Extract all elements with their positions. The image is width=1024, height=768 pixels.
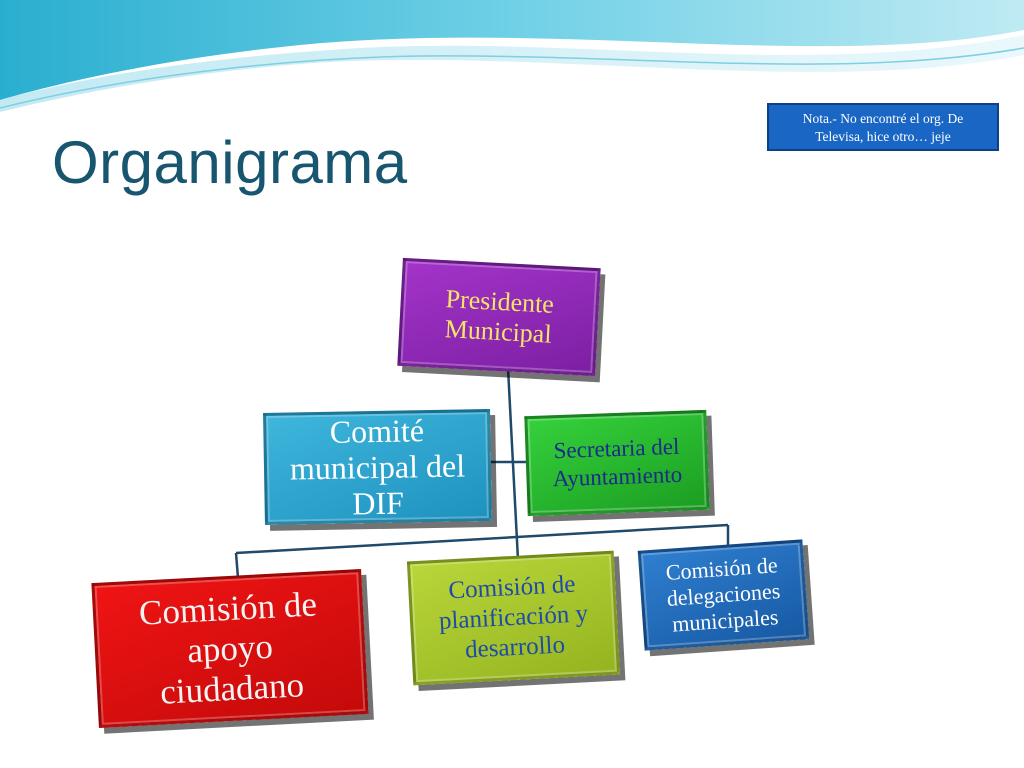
node-comision-apoyo-ciudadano: Comisión de apoyo ciudadano (91, 569, 369, 728)
node-label: Comisión de planificación y desarrollo (438, 570, 589, 664)
node-label: Secretaria del Ayuntamiento (552, 433, 683, 492)
node-comision-planificacion: Comisión de planificación y desarrollo (406, 550, 621, 686)
connector-horizontal-bus (235, 523, 729, 555)
note-text: Nota.- No encontré el org. De Televisa, … (802, 111, 964, 144)
header-wave-decoration (0, 0, 1024, 112)
node-label: Comisión de delegaciones municipales (664, 552, 781, 637)
node-label: Presidente Municipal (444, 284, 555, 349)
note-box: Nota.- No encontré el org. De Televisa, … (767, 103, 999, 151)
slide-title: Organigrama (52, 129, 408, 196)
connector-trunk (506, 367, 520, 561)
node-comite-dif: Comité municipal del DIF (263, 409, 492, 525)
node-secretaria-ayuntamiento: Secretaria del Ayuntamiento (524, 409, 710, 517)
node-label: Comisión de apoyo ciudadano (138, 583, 318, 712)
node-label: Comité municipal del DIF (289, 412, 466, 522)
node-comision-delegaciones: Comisión de delegaciones municipales (637, 539, 810, 651)
connector-apoyo (234, 552, 240, 579)
node-presidente-municipal: Presidente Municipal (397, 257, 601, 377)
